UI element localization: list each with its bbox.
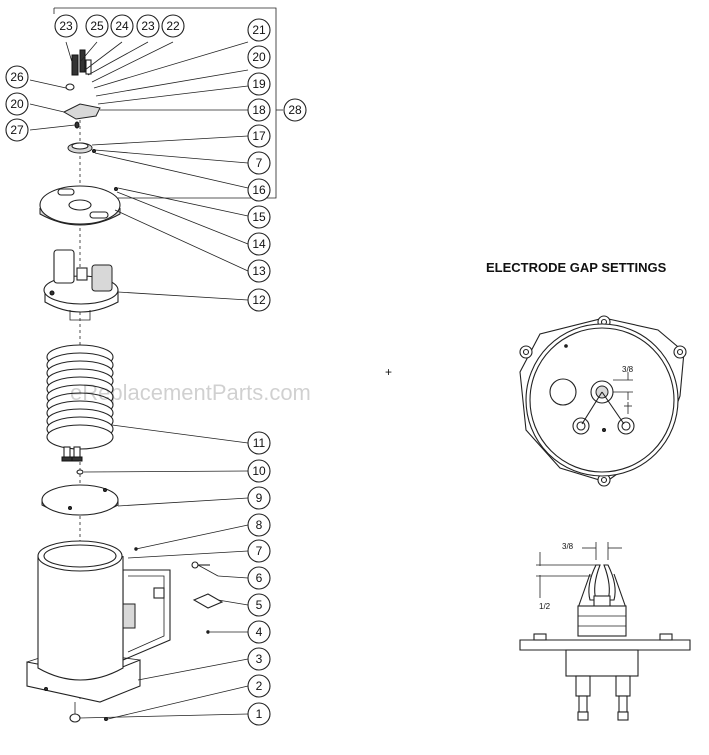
callout-10: 10 <box>247 459 271 483</box>
leader-lines <box>29 41 249 720</box>
washer <box>76 469 84 475</box>
callout-11: 11 <box>247 431 271 455</box>
callout-27: 27 <box>5 118 29 142</box>
svg-text:12: 12 <box>252 293 266 307</box>
callout-20-right: 20 <box>247 45 271 69</box>
svg-text:17: 17 <box>252 129 266 143</box>
center-mark: + <box>385 365 392 379</box>
svg-text:25: 25 <box>90 19 104 33</box>
svg-text:4: 4 <box>256 625 263 639</box>
callout-4: 4 <box>247 620 271 644</box>
svg-text:22: 22 <box>166 19 180 33</box>
callout-14: 14 <box>247 232 271 256</box>
callout-13: 13 <box>247 259 271 283</box>
svg-text:14: 14 <box>252 237 266 251</box>
gap-settings-title: ELECTRODE GAP SETTINGS <box>486 260 667 275</box>
cover-plate <box>39 185 121 226</box>
callout-12: 12 <box>247 288 271 312</box>
callout-18: 18 <box>247 98 271 122</box>
dim-top-view-label: 3/8 <box>622 365 634 374</box>
svg-text:20: 20 <box>10 97 24 111</box>
callout-28: 28 <box>283 98 307 122</box>
callout-17: 17 <box>247 124 271 148</box>
assembly-bracket <box>53 7 283 199</box>
callout-2: 2 <box>247 674 271 698</box>
heating-coil <box>46 344 114 462</box>
svg-text:7: 7 <box>256 156 263 170</box>
callout-9: 9 <box>247 486 271 510</box>
callout-24: 24 <box>110 14 134 38</box>
svg-text:6: 6 <box>256 571 263 585</box>
callout-19: 19 <box>247 72 271 96</box>
svg-text:10: 10 <box>252 464 266 478</box>
callout-15: 15 <box>247 205 271 229</box>
watermark: eReplacementParts.com <box>70 380 311 405</box>
svg-text:1: 1 <box>256 707 263 721</box>
callout-23-a: 23 <box>54 14 78 38</box>
svg-text:15: 15 <box>252 210 266 224</box>
svg-text:11: 11 <box>253 436 266 450</box>
svg-text:8: 8 <box>256 518 263 532</box>
electrode-assembly-top <box>62 49 118 191</box>
callout-23-b: 23 <box>136 14 160 38</box>
callout-7-bottom: 7 <box>247 539 271 563</box>
callout-1: 1 <box>247 702 271 726</box>
svg-text:26: 26 <box>10 70 24 84</box>
callout-26: 26 <box>5 65 29 89</box>
svg-text:24: 24 <box>115 19 129 33</box>
svg-text:5: 5 <box>256 598 263 612</box>
dim-side-width-label: 3/8 <box>562 542 574 551</box>
svg-text:2: 2 <box>256 679 263 693</box>
callout-16: 16 <box>247 178 271 202</box>
electrode-side-view: 3/8 1/2 <box>519 542 691 721</box>
svg-text:27: 27 <box>10 123 24 137</box>
svg-text:7: 7 <box>256 544 263 558</box>
burner-housing <box>26 540 171 723</box>
svg-text:13: 13 <box>252 264 266 278</box>
svg-text:16: 16 <box>252 183 266 197</box>
callout-25: 25 <box>85 14 109 38</box>
callout-20-left: 20 <box>5 92 29 116</box>
callout-7-top: 7 <box>247 151 271 175</box>
callout-8: 8 <box>247 513 271 537</box>
svg-text:21: 21 <box>252 23 266 37</box>
callout-3: 3 <box>247 647 271 671</box>
svg-text:20: 20 <box>252 50 266 64</box>
callout-6: 6 <box>247 566 271 590</box>
callout-5: 5 <box>247 593 271 617</box>
baffle-disc <box>41 484 119 516</box>
svg-text:23: 23 <box>141 19 155 33</box>
flange-top-view: 3/8 <box>519 315 687 487</box>
svg-text:3: 3 <box>256 652 263 666</box>
dim-side-height-label: 1/2 <box>539 602 551 611</box>
svg-text:19: 19 <box>252 77 266 91</box>
callout-22: 22 <box>161 14 185 38</box>
svg-text:9: 9 <box>256 491 263 505</box>
small-parts <box>134 547 224 634</box>
svg-text:28: 28 <box>288 103 302 117</box>
callout-21: 21 <box>247 18 271 42</box>
svg-text:23: 23 <box>59 19 73 33</box>
svg-text:18: 18 <box>252 103 266 117</box>
electrode-housing <box>43 249 119 321</box>
